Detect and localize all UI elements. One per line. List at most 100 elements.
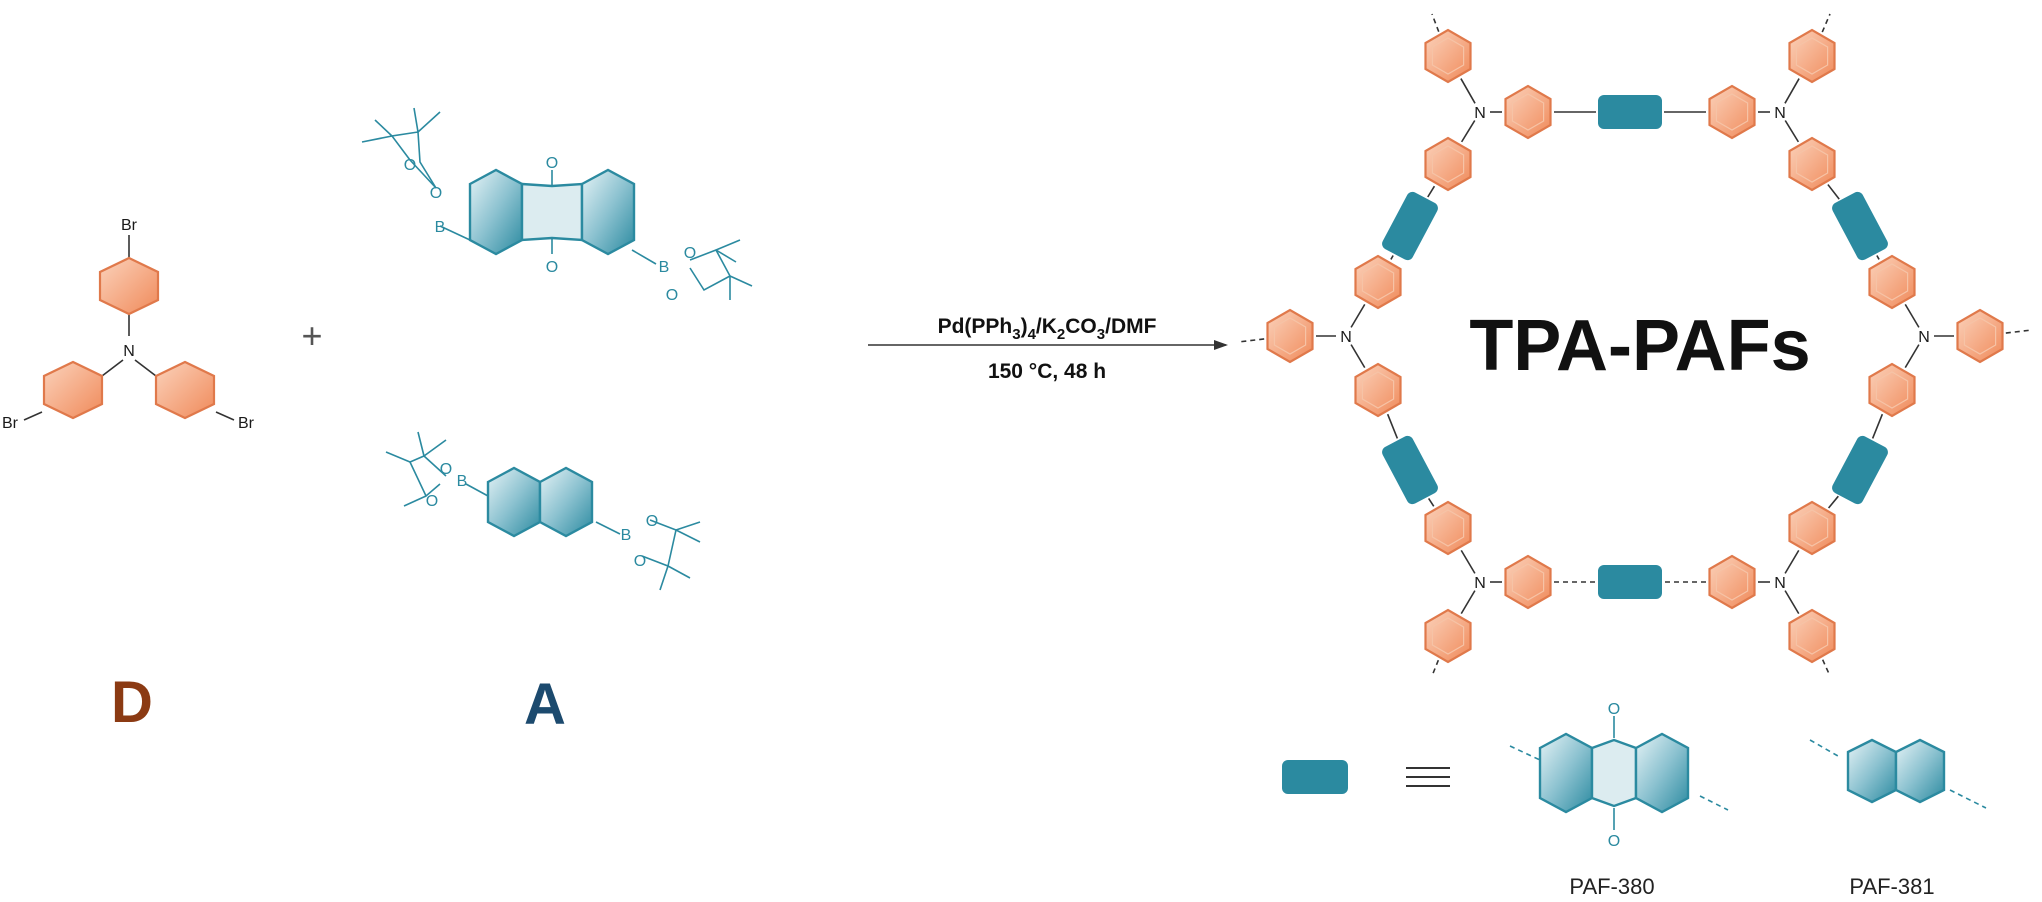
- framework-phenyl-ring: [1424, 28, 1472, 84]
- framework-nitrogen: N: [1340, 329, 1352, 346]
- framework-phenyl-ring: [1868, 362, 1916, 418]
- a1-ring-left: [468, 168, 524, 256]
- framework-rings: [1266, 28, 2004, 664]
- framework-phenyl-ring: [1788, 500, 1836, 556]
- a2-oxygen-right-1: O: [646, 513, 658, 530]
- framework-phenyl-ring: [1708, 554, 1756, 610]
- framework-linker-block: [1832, 435, 1888, 505]
- reaction-conditions-temp-time: 150 °C, 48 h: [988, 360, 1106, 383]
- reactant-a1-structure: O O B O O B O O: [361, 107, 753, 304]
- reactant-d-structure: Br N Br Br: [2, 217, 255, 432]
- a2-ring-left: [486, 466, 542, 538]
- a1-ring-middle: [520, 182, 584, 242]
- framework-phenyl-ring: [1788, 608, 1836, 664]
- framework-ring-inner: [1715, 563, 1749, 601]
- a1-carbonyl-o-bottom: O: [546, 259, 558, 276]
- framework-linker-block: [1382, 191, 1438, 261]
- framework-phenyl-ring: [1788, 28, 1836, 84]
- framework-phenyl-ring: [1354, 254, 1402, 310]
- framework-phenyl-ring: [1266, 308, 1314, 364]
- reactant-a-label: A: [524, 672, 566, 737]
- framework-ring-inner: [1361, 263, 1395, 301]
- a2-boron-left: B: [457, 473, 468, 490]
- reactant-d-label: D: [111, 670, 153, 735]
- d-atom-br-top: Br: [121, 217, 138, 234]
- framework-nitrogens: N N N N N N: [1340, 105, 1930, 592]
- d-ring-top: [98, 256, 160, 316]
- framework-ring-inner: [1273, 317, 1307, 355]
- framework-ring-inner: [1361, 371, 1395, 409]
- framework-ring-inner: [1431, 37, 1465, 75]
- reaction-conditions-catalyst: Pd(PPh3)4/K2CO3/DMF: [938, 315, 1157, 343]
- framework-linker-block: [1598, 95, 1662, 129]
- framework-nitrogen: N: [1474, 105, 1486, 122]
- a2-ring-right: [538, 466, 594, 538]
- framework-linker-block: [1382, 435, 1438, 505]
- framework-phenyl-ring: [1424, 136, 1472, 192]
- framework-phenyl-ring: [1424, 608, 1472, 664]
- legend-anthraquinone-structure: O O: [1509, 701, 1729, 850]
- d-ring-right: [154, 360, 216, 420]
- a1-oxygen-right-1: O: [684, 245, 696, 262]
- d-ring-left: [42, 360, 104, 420]
- framework-phenyl-ring: [1354, 362, 1402, 418]
- a2-oxygen-left-2: O: [426, 493, 438, 510]
- framework-phenyl-ring: [1708, 84, 1756, 140]
- legend-caption-paf-380: PAF-380: [1569, 874, 1654, 899]
- a2-boron-right: B: [621, 527, 632, 544]
- framework-ring-inner: [1875, 371, 1909, 409]
- a2-oxygen-left-1: O: [440, 461, 452, 478]
- framework-linker-block: [1598, 565, 1662, 599]
- framework-ring-inner: [1795, 37, 1829, 75]
- framework-phenyl-ring: [1504, 84, 1552, 140]
- product-title: TPA-PAFs: [1469, 306, 1810, 386]
- legend-caption-paf-381: PAF-381: [1849, 874, 1934, 899]
- framework-phenyl-ring: [1868, 254, 1916, 310]
- framework-ring-inner: [1795, 617, 1829, 655]
- legend-equivalence-sign: [1406, 767, 1450, 787]
- framework-bonds: [1237, 13, 2033, 677]
- reactant-d-bonds: [23, 235, 235, 421]
- framework-nitrogen: N: [1918, 329, 1930, 346]
- framework-linkers: [1382, 95, 1888, 599]
- legend-naphthalene-structure: [1809, 738, 1987, 809]
- framework-ring-inner: [1795, 509, 1829, 547]
- framework-phenyl-ring: [1424, 500, 1472, 556]
- framework-nitrogen: N: [1474, 575, 1486, 592]
- framework-ring-inner: [1963, 317, 1997, 355]
- legend: O O PAF-380 PAF-381: [1282, 701, 1987, 899]
- legend-carbonyl-o-bottom: O: [1608, 833, 1620, 850]
- framework-phenyl-ring: [1788, 136, 1836, 192]
- d-atom-n: N: [123, 343, 135, 360]
- framework-ring-inner: [1795, 145, 1829, 183]
- a1-oxygen-right-2: O: [666, 287, 678, 304]
- framework-ring-inner: [1431, 145, 1465, 183]
- d-atom-br-right: Br: [238, 415, 255, 432]
- a2-oxygen-right-2: O: [634, 553, 646, 570]
- a1-boron-right: B: [659, 259, 670, 276]
- framework-ring-inner: [1875, 263, 1909, 301]
- a1-carbonyl-o-top: O: [546, 155, 558, 172]
- reaction-arrow: [868, 340, 1228, 350]
- framework-ring-inner: [1511, 93, 1545, 131]
- framework-linker-block: [1832, 191, 1888, 261]
- legend-carbonyl-o-top: O: [1608, 701, 1620, 718]
- framework-ring-inner: [1431, 617, 1465, 655]
- a1-boron-left: B: [435, 219, 446, 236]
- framework-ring-inner: [1715, 93, 1749, 131]
- product-framework: N N N N N N TPA-PAFs: [1237, 13, 2033, 677]
- plus-sign: +: [301, 315, 322, 356]
- framework-phenyl-ring: [1504, 554, 1552, 610]
- framework-ring-inner: [1511, 563, 1545, 601]
- framework-ring-inner: [1431, 509, 1465, 547]
- framework-nitrogen: N: [1774, 105, 1786, 122]
- framework-nitrogen: N: [1774, 575, 1786, 592]
- a1-oxygen-left-1: O: [430, 185, 442, 202]
- d-atom-br-left: Br: [2, 415, 19, 432]
- framework-phenyl-ring: [1956, 308, 2004, 364]
- a1-ring-right: [580, 168, 636, 256]
- reactant-a2-structure: B O O B O O: [385, 431, 701, 591]
- legend-linker-block: [1282, 760, 1348, 794]
- a1-oxygen-left-2: O: [404, 157, 416, 174]
